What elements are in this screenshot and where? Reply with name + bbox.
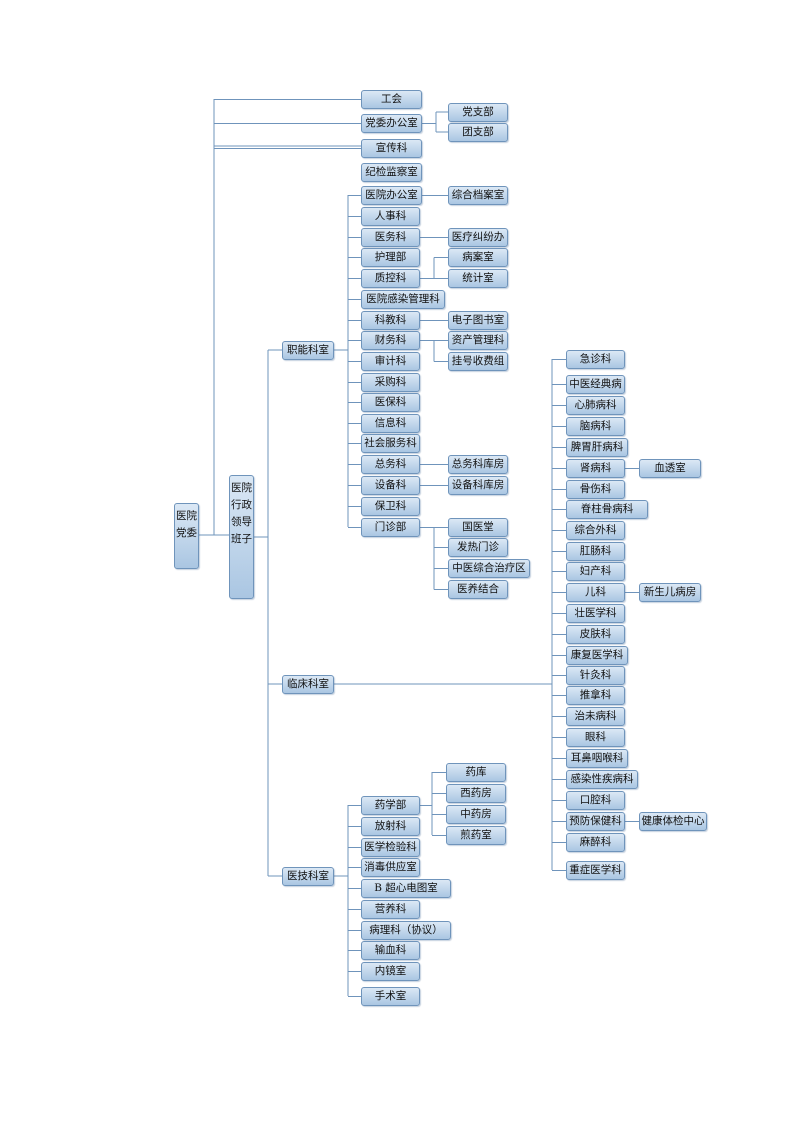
functional-dept[interactable]: 设备科: [361, 476, 420, 495]
technical-sub-dept[interactable]: 煎药室: [446, 826, 506, 845]
technical-sub-dept[interactable]: 西药房: [446, 784, 506, 803]
clinical-dept[interactable]: 壮医学科: [566, 604, 625, 623]
functional-sub-dept[interactable]: 医养结合: [448, 580, 508, 599]
root-party-committee[interactable]: 医院党委: [174, 503, 199, 569]
clinical-dept[interactable]: 儿科: [566, 583, 625, 602]
technical-sub-dept[interactable]: 药库: [446, 763, 506, 782]
clinical-dept[interactable]: 妇产科: [566, 562, 625, 581]
technical-sub-dept[interactable]: 中药房: [446, 805, 506, 824]
functional-sub-dept[interactable]: 统计室: [448, 269, 508, 288]
functional-dept[interactable]: 人事科: [361, 207, 420, 226]
functional-dept[interactable]: 门诊部: [361, 518, 420, 537]
functional-sub-dept[interactable]: 医疗纠纷办: [448, 228, 508, 247]
technical-dept[interactable]: B 超心电图室: [361, 879, 451, 898]
functional-dept[interactable]: 医院感染管理科: [361, 290, 445, 309]
functional-sub-dept[interactable]: 总务科库房: [448, 455, 508, 474]
clinical-dept[interactable]: 脊柱骨病科: [566, 500, 648, 519]
functional-dept[interactable]: 护理部: [361, 248, 420, 267]
functional-dept[interactable]: 信息科: [361, 414, 420, 433]
clinical-dept[interactable]: 眼科: [566, 728, 625, 747]
functional-dept[interactable]: 采购科: [361, 373, 420, 392]
functional-sub-dept[interactable]: 综合档案室: [448, 186, 508, 205]
technical-dept[interactable]: 病理科（协议）: [361, 921, 451, 940]
functional-dept[interactable]: 保卫科: [361, 497, 420, 516]
functional-dept[interactable]: 财务科: [361, 331, 420, 350]
technical-dept[interactable]: 手术室: [361, 987, 420, 1006]
clinical-dept[interactable]: 耳鼻咽喉科: [566, 749, 628, 768]
party-unit[interactable]: 党委办公室: [361, 114, 422, 133]
party-unit[interactable]: 宣传科: [361, 139, 422, 158]
party-unit[interactable]: 纪检监察室: [361, 163, 422, 182]
clinical-dept[interactable]: 肾病科: [566, 459, 625, 478]
functional-sub-dept[interactable]: 国医堂: [448, 518, 508, 537]
technical-dept[interactable]: 营养科: [361, 900, 420, 919]
clinical-dept[interactable]: 推拿科: [566, 686, 625, 705]
clinical-dept[interactable]: 综合外科: [566, 521, 625, 540]
clinical-dept[interactable]: 预防保健科: [566, 812, 625, 831]
party-unit[interactable]: 工会: [361, 90, 422, 109]
functional-dept[interactable]: 科教科: [361, 311, 420, 330]
functional-sub-dept[interactable]: 设备科库房: [448, 476, 508, 495]
technical-dept[interactable]: 医学检验科: [361, 838, 420, 857]
clinical-dept[interactable]: 感染性疾病科: [566, 770, 638, 789]
functional-dept[interactable]: 审计科: [361, 352, 420, 371]
technical-dept[interactable]: 输血科: [361, 941, 420, 960]
clinical-dept[interactable]: 心肺病科: [566, 396, 625, 415]
clinical-dept[interactable]: 骨伤科: [566, 480, 625, 499]
clinical-dept[interactable]: 肛肠科: [566, 542, 625, 561]
functional-dept[interactable]: 医保科: [361, 393, 420, 412]
technical-dept[interactable]: 消毒供应室: [361, 858, 420, 877]
technical-dept[interactable]: 内镜室: [361, 962, 420, 981]
functional-sub-dept[interactable]: 发热门诊: [448, 538, 508, 557]
clinical-dept[interactable]: 康复医学科: [566, 646, 628, 665]
category-functional[interactable]: 职能科室: [282, 341, 334, 360]
functional-dept[interactable]: 社会服务科: [361, 434, 420, 453]
clinical-dept[interactable]: 中医经典病: [566, 375, 625, 394]
clinical-sub-dept[interactable]: 血透室: [639, 459, 701, 478]
category-clinical[interactable]: 临床科室: [282, 675, 334, 694]
category-technical[interactable]: 医技科室: [282, 867, 334, 886]
clinical-dept[interactable]: 治未病科: [566, 707, 625, 726]
functional-dept[interactable]: 总务科: [361, 455, 420, 474]
clinical-dept[interactable]: 麻醉科: [566, 833, 625, 852]
technical-dept[interactable]: 放射科: [361, 817, 420, 836]
party-sub-unit[interactable]: 党支部: [448, 103, 508, 122]
technical-dept[interactable]: 药学部: [361, 796, 420, 815]
functional-sub-dept[interactable]: 资产管理科: [448, 331, 508, 350]
clinical-dept[interactable]: 口腔科: [566, 791, 625, 810]
functional-dept[interactable]: 医院办公室: [361, 186, 422, 205]
party-sub-unit[interactable]: 团支部: [448, 123, 508, 142]
clinical-dept[interactable]: 重症医学科: [566, 861, 625, 880]
clinical-dept[interactable]: 脾胃肝病科: [566, 438, 628, 457]
functional-dept[interactable]: 医务科: [361, 228, 420, 247]
functional-sub-dept[interactable]: 中医综合治疗区: [448, 559, 530, 578]
clinical-dept[interactable]: 皮肤科: [566, 625, 625, 644]
functional-dept[interactable]: 质控科: [361, 269, 420, 288]
clinical-dept[interactable]: 脑病科: [566, 417, 625, 436]
clinical-sub-dept[interactable]: 健康体检中心: [639, 812, 707, 831]
clinical-dept[interactable]: 针灸科: [566, 666, 625, 685]
clinical-dept[interactable]: 急诊科: [566, 350, 625, 369]
functional-sub-dept[interactable]: 病案室: [448, 248, 508, 267]
functional-sub-dept[interactable]: 挂号收费组: [448, 352, 508, 371]
functional-sub-dept[interactable]: 电子图书室: [448, 311, 508, 330]
clinical-sub-dept[interactable]: 新生儿病房: [639, 583, 701, 602]
leadership-group[interactable]: 医院行政领导班子: [229, 475, 254, 599]
